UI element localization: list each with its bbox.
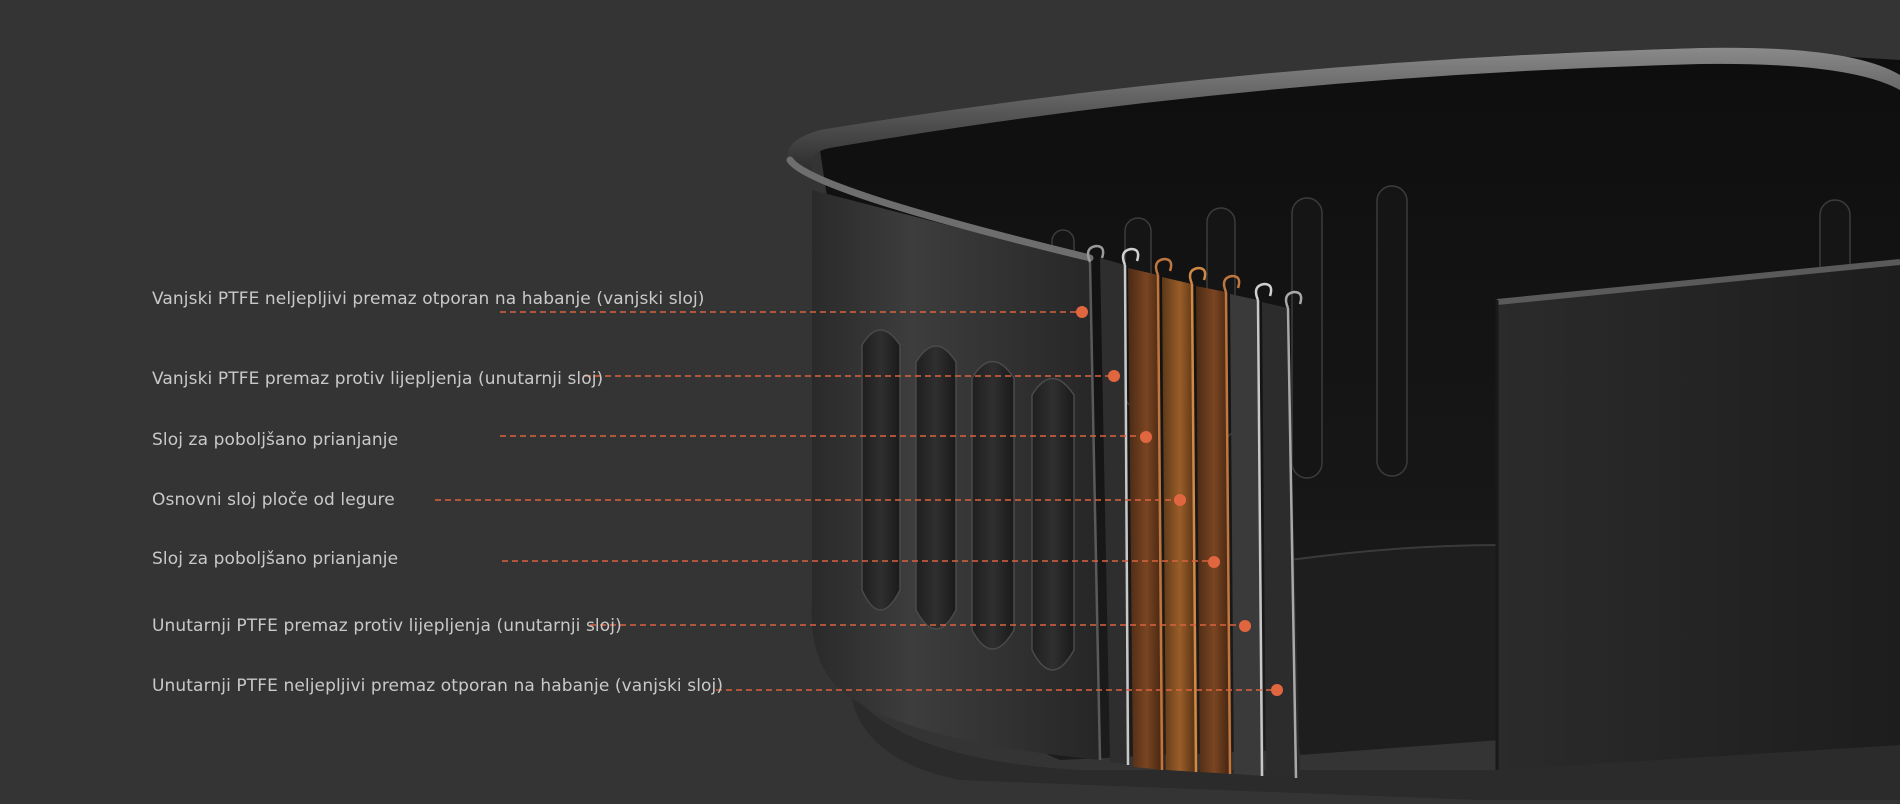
layer-label-alloy-base: Osnovni sloj ploče od legure xyxy=(152,490,395,510)
leader-marker-dot-4 xyxy=(1174,494,1186,506)
leader-lines xyxy=(435,311,1275,691)
layer-label-inner-wear-resistant: Unutarnji PTFE neljepljivi premaz otpora… xyxy=(152,676,724,696)
layer-label-outer-wear-resistant: Vanjski PTFE neljepljivi premaz otporan … xyxy=(152,289,705,309)
leader-marker-dot-7 xyxy=(1271,684,1283,696)
leader-marker-dot-1 xyxy=(1076,306,1088,318)
layer-label-inner-anti-stick: Unutarnji PTFE premaz protiv lijepljenja… xyxy=(152,616,622,636)
leader-marker-dot-5 xyxy=(1208,556,1220,568)
leader-marker-dot-2 xyxy=(1108,370,1120,382)
markers xyxy=(1076,306,1283,696)
layer-label-adhesion-1: Sloj za poboljšano prianjanje xyxy=(152,430,399,450)
leader-marker-dot-6 xyxy=(1239,620,1251,632)
leader-marker-dot-3 xyxy=(1140,431,1152,443)
layer-label-adhesion-2: Sloj za poboljšano prianjanje xyxy=(152,549,399,569)
layer-label-outer-anti-stick: Vanjski PTFE premaz protiv lijepljenja (… xyxy=(152,369,604,389)
